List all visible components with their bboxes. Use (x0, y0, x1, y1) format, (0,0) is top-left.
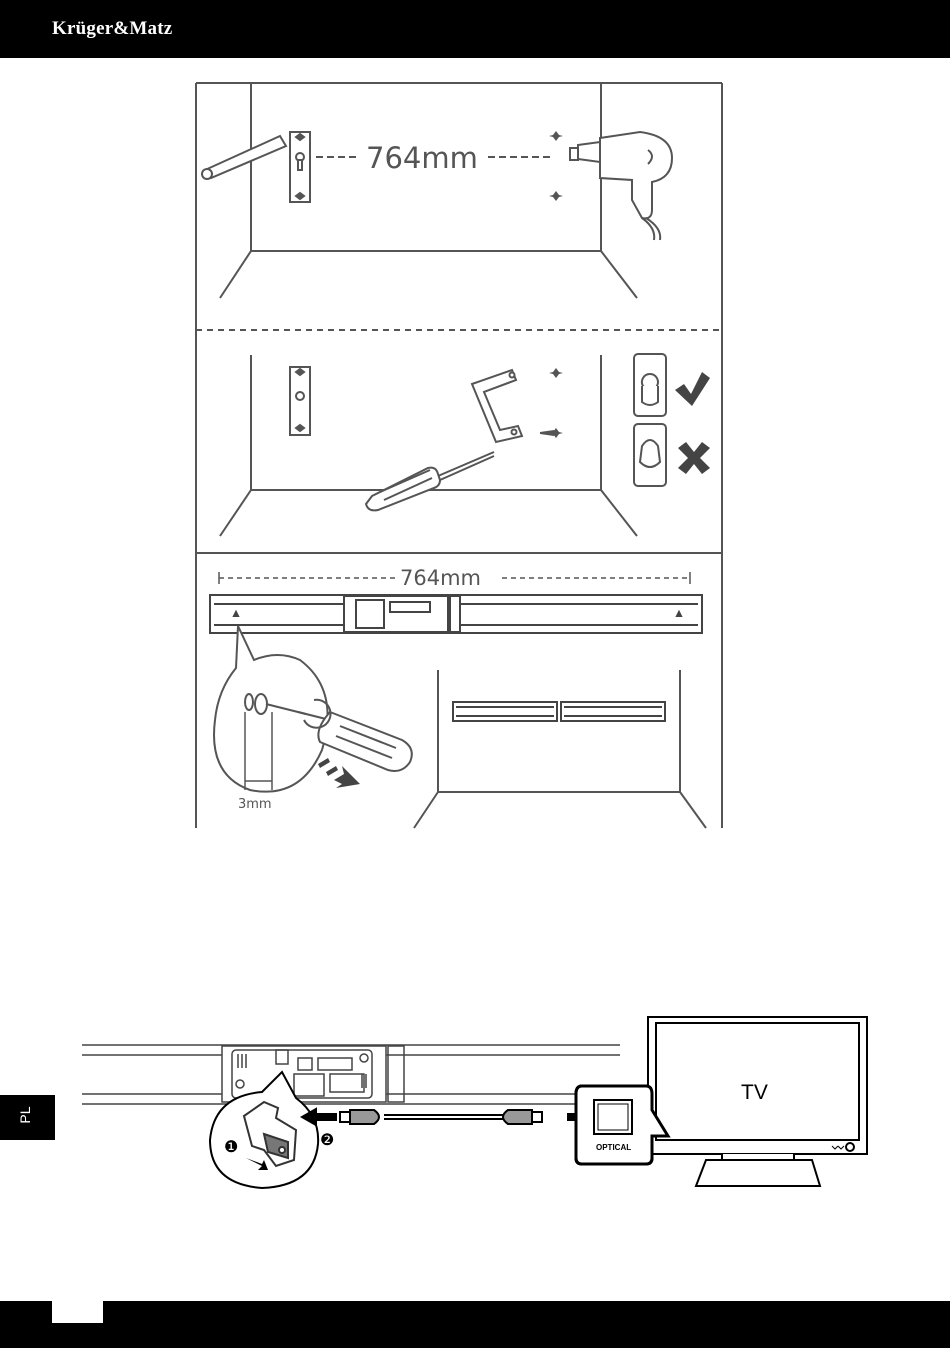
screw-gap-label: 3mm (238, 797, 272, 812)
keyhole-correct-icon (634, 354, 666, 416)
tv-label: TV (741, 1081, 768, 1104)
pull-arrow-icon (318, 758, 360, 788)
mounted-soundbar (453, 702, 665, 721)
optical-cable-icon (302, 1109, 594, 1125)
magnifier-callout (214, 626, 412, 792)
step1-room (220, 83, 637, 298)
check-icon (675, 372, 710, 406)
step-marker-2: ❷ (320, 1130, 334, 1149)
keyhole-wrong-icon (634, 424, 666, 486)
soundbar-back (210, 595, 702, 633)
cross-icon (678, 442, 710, 474)
optical-port-label-front: OPTICAL (596, 1143, 631, 1152)
bracket-icon (472, 370, 522, 442)
step-marker-1: ❶ (224, 1137, 238, 1156)
step3-distance-label: 764mm (400, 566, 481, 590)
pencil-icon (202, 136, 286, 179)
step3-room (414, 670, 706, 828)
soundbar-rear-view (82, 1045, 620, 1104)
drill-icon (570, 132, 672, 240)
wall-template-icon-2 (290, 367, 310, 435)
step1-distance-label: 764mm (366, 141, 478, 175)
optical-port-inner (598, 1104, 628, 1130)
wall-template-icon (290, 132, 310, 202)
screw-icons (540, 368, 563, 438)
screwdriver-icon (366, 452, 494, 510)
drill-marks (549, 131, 563, 201)
step2-room (220, 355, 637, 536)
